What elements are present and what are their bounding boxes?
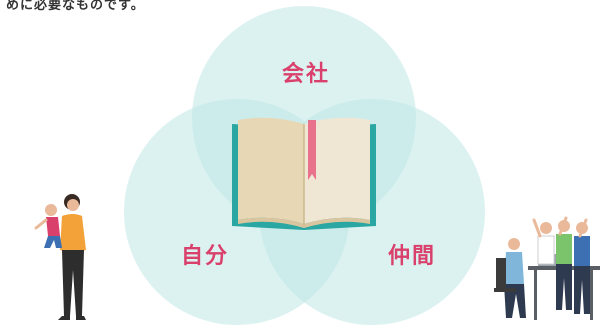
team-high-five-illustration (494, 216, 600, 320)
intro-text: めに必要なものです。 (6, 0, 145, 13)
venn-label-self: 自分 (181, 244, 230, 269)
venn-label-company: 会社 (282, 62, 331, 87)
open-book-icon (232, 117, 376, 230)
venn-label-peers: 仲間 (388, 244, 437, 269)
parent-holding-child-illustration (34, 194, 86, 320)
